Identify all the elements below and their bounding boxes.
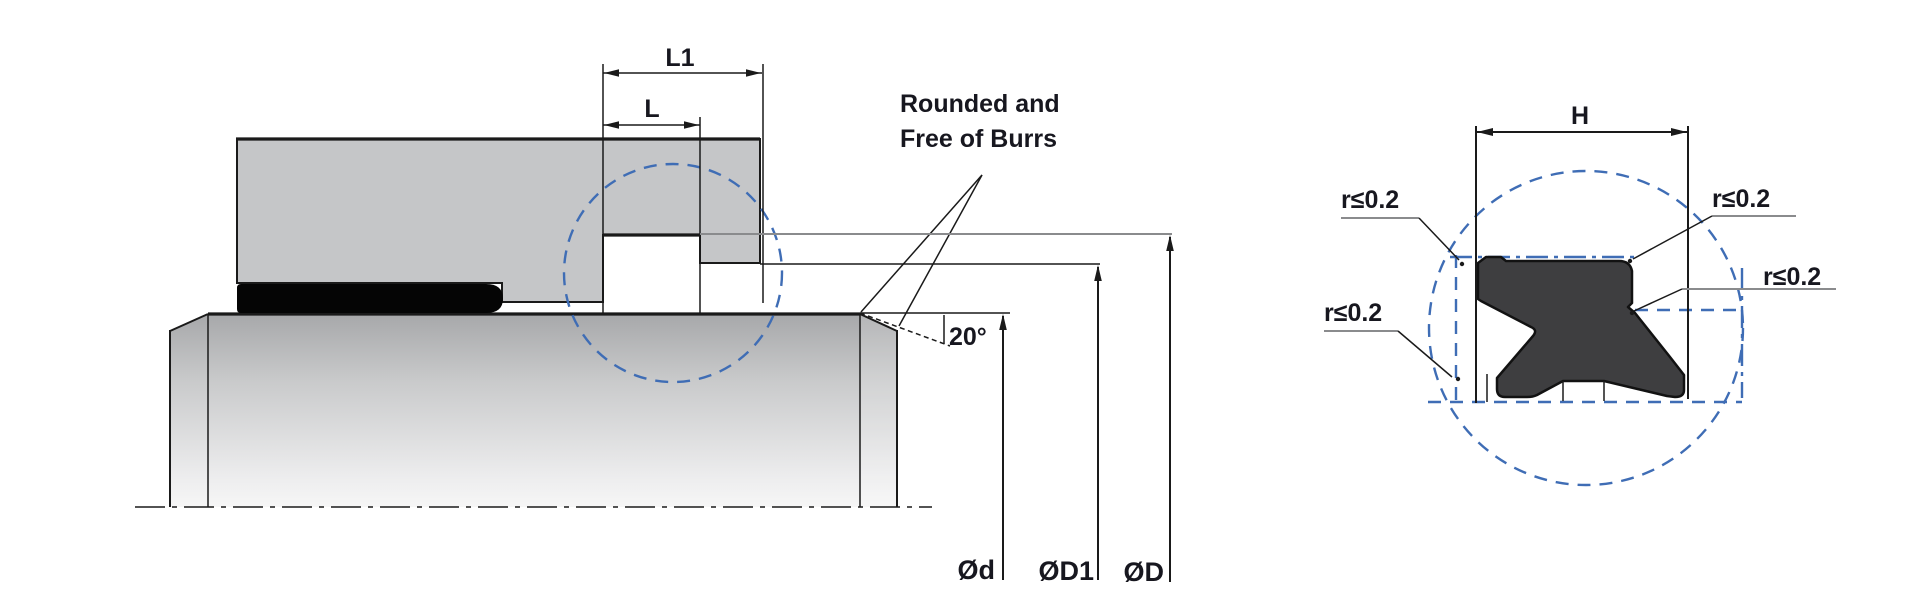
radius-dot-top-left xyxy=(1459,261,1465,267)
radius-leader-bottom-left xyxy=(1397,330,1453,378)
l-arrow-left xyxy=(604,121,619,129)
radius-label-top-right: r≤0.2 xyxy=(1712,185,1770,213)
l-dim-label: L xyxy=(644,95,659,123)
seal-profile-detail-view: H r≤0.2 r≤0.2 r≤0.2 r≤0.2 xyxy=(1324,102,1836,487)
note-leader-1 xyxy=(860,174,983,313)
dia-dd-label: ØD xyxy=(1124,557,1165,587)
radius-leader-top-left xyxy=(1418,217,1460,261)
chamfer-angle-label: 20° xyxy=(949,323,987,351)
note-leader-2 xyxy=(898,174,983,327)
radius-dot-top-right xyxy=(1627,258,1633,264)
shaft-right-chamfer xyxy=(859,313,898,332)
dia-d1-label: ØD1 xyxy=(1038,556,1094,586)
seal-profile xyxy=(1476,255,1686,399)
dia-dd-arrow xyxy=(1166,235,1174,251)
radius-dot-right xyxy=(1629,310,1635,316)
radius-label-right: r≤0.2 xyxy=(1763,263,1821,291)
h-arrow-right xyxy=(1671,128,1687,136)
dia-d-label: Ød xyxy=(958,555,996,585)
shaft-body xyxy=(170,314,897,507)
shaft-left-chamfer xyxy=(169,313,209,332)
l-arrow-right xyxy=(684,121,699,129)
dia-d-arrow xyxy=(999,314,1007,330)
l1-arrow-right xyxy=(746,69,761,77)
h-dim-label: H xyxy=(1571,102,1589,130)
housing-block xyxy=(236,138,761,303)
l1-arrow-left xyxy=(604,69,619,77)
l1-dim-label: L1 xyxy=(665,44,694,72)
assembly-section-view: L1 L Rounded and Free of Burrs 20° Ød ØD… xyxy=(135,44,1174,587)
note-line1: Rounded and xyxy=(900,90,1060,118)
dia-d1-arrow xyxy=(1094,265,1102,281)
detail-circle xyxy=(562,162,784,384)
chamfer-angle-dashed-line xyxy=(859,312,951,347)
radius-leader-right xyxy=(1633,288,1683,312)
h-arrow-left xyxy=(1477,128,1493,136)
note-line2: Free of Burrs xyxy=(900,125,1057,153)
radius-dot-bottom-left xyxy=(1455,376,1461,382)
radius-leader-top-right xyxy=(1632,215,1713,260)
installed-seal-strip xyxy=(237,284,503,313)
radius-label-top-left: r≤0.2 xyxy=(1341,186,1399,214)
radius-label-bottom-left: r≤0.2 xyxy=(1324,299,1382,327)
shaft-right-chamfer-face xyxy=(860,314,897,507)
